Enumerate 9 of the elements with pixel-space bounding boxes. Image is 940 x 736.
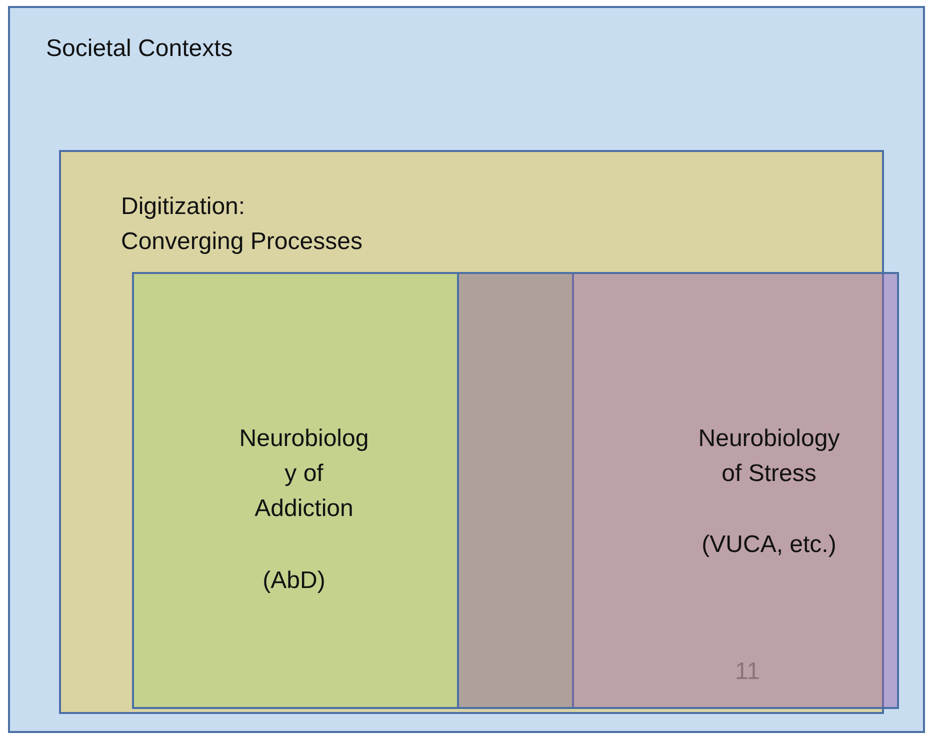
box-heading: Neurobiolog y of Addiction [239,424,369,524]
box-subheading: (AbD) [262,566,326,596]
panel-title: Digitization: Converging Processes [121,192,364,257]
box-subheading: (VUCA, etc.) [700,530,838,560]
stress-box [457,272,899,709]
panel-title: Societal Contexts [46,34,234,64]
addiction-box [132,272,574,709]
box-heading: Neurobiology of Stress [697,424,841,489]
outer-panel [8,6,925,733]
